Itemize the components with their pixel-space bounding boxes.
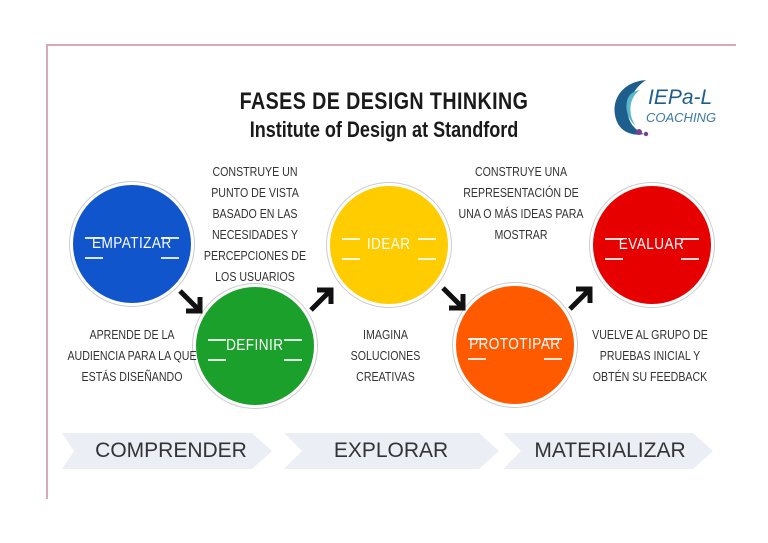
phase-description-definir: CONSTRUYE UN PUNTO DE VISTA BASADO EN LA…	[203, 165, 307, 284]
phase-label: EVALUAR	[619, 236, 685, 253]
logo-tagline: COACHING	[646, 110, 717, 125]
phase-description-idear: IMAGINA SOLUCIONES CREATIVAS	[350, 328, 421, 384]
stage-banner-materializar	[503, 433, 713, 469]
phase-label: EMPATIZAR	[92, 235, 172, 252]
arrow-down-right-icon	[178, 289, 203, 314]
stage-banner-comprender	[62, 433, 272, 469]
phase-circle-idear: IDEAR	[327, 183, 451, 307]
phase-circle-prototipar: PROTOTIPAR	[453, 283, 577, 407]
arrow-up-right-icon	[309, 287, 334, 312]
phase-description-prototipar: CONSTRUYE UNA REPRESENTACIÓN DE UNA O MÁ…	[458, 165, 584, 242]
stage-label-explorar: EXPLORAR	[333, 439, 449, 462]
logo-name: IEPa-L	[648, 86, 713, 109]
phase-description-evaluar: VUELVE AL GRUPO DE PRUEBAS INICIAL Y OBT…	[592, 328, 708, 384]
stage-label-comprender: COMPRENDER	[95, 439, 247, 462]
phase-description-empatizar: APRENDE DE LA AUDIENCIA PARA LA QUE ESTÁ…	[67, 328, 197, 384]
arrow-down-right-icon	[441, 286, 466, 311]
page-subtitle: Institute of Design at Standford	[249, 117, 519, 142]
stage-label-materializar: MATERIALIZAR	[534, 439, 686, 462]
phase-circle-evaluar: EVALUAR	[590, 183, 714, 307]
phase-circle-empatizar: EMPATIZAR	[70, 182, 194, 306]
phase-circle-definir: DEFINIR	[193, 284, 317, 408]
page-title: FASES DE DESIGN THINKING	[239, 88, 529, 115]
iepal-logo	[614, 80, 649, 137]
phase-label: PROTOTIPAR	[469, 336, 561, 353]
phase-label: DEFINIR	[226, 337, 284, 354]
arrow-up-right-icon	[568, 286, 593, 311]
stage-banner-explorar	[284, 433, 499, 469]
phase-label: IDEAR	[367, 236, 411, 253]
